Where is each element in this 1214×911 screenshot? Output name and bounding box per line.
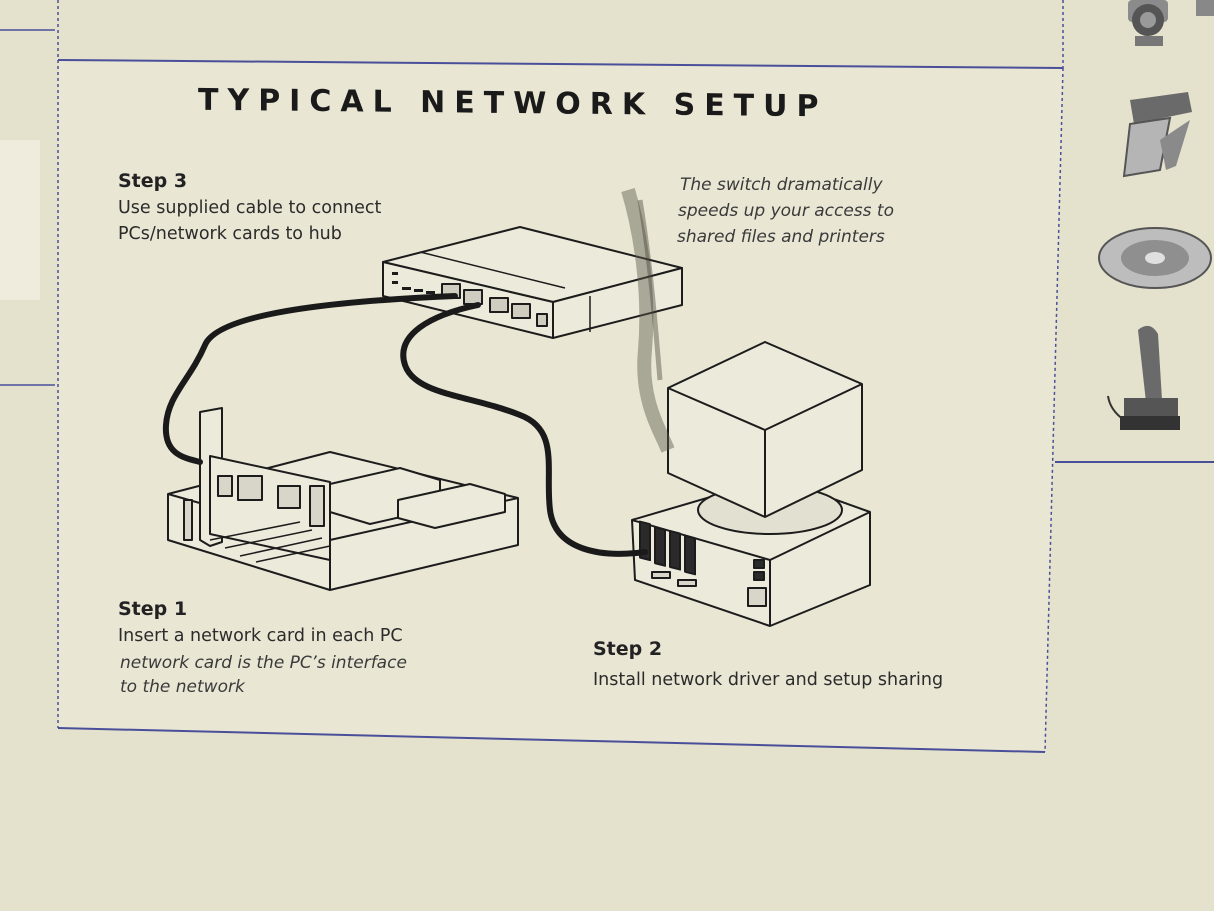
network-switch-drawing [382, 226, 683, 339]
diagram-title: TYPICAL NETWORK SETUP [198, 82, 828, 125]
cd-icon [1098, 227, 1212, 289]
network-cables [162, 293, 648, 557]
step2-heading: Step 2 [593, 638, 663, 660]
scanner-icon [1122, 92, 1192, 178]
step1-note2: to the network [120, 677, 245, 697]
network-card-drawing [167, 407, 519, 591]
switch-note-line3: shared files and printers [677, 227, 885, 247]
step1-line1: Insert a network card in each PC [118, 626, 403, 646]
switch-note-line2: speeds up your access to [678, 201, 894, 221]
step2-line1: Install network driver and setup sharing [593, 670, 944, 690]
step1-note1: network card is the PC’s interface [120, 653, 407, 673]
left-side-frame [0, 29, 55, 386]
step3-heading: Step 3 [118, 170, 188, 192]
step3-line1: Use supplied cable to connect [118, 198, 382, 218]
joystick-icon [1107, 325, 1180, 430]
pc-drawing [631, 341, 871, 627]
top-strip [57, 0, 1064, 68]
step3-line2: PCs/network cards to hub [118, 224, 342, 244]
step1-heading: Step 1 [118, 598, 188, 620]
camera-icon [1128, 0, 1214, 46]
switch-note-line1: The switch dramatically [680, 175, 883, 195]
